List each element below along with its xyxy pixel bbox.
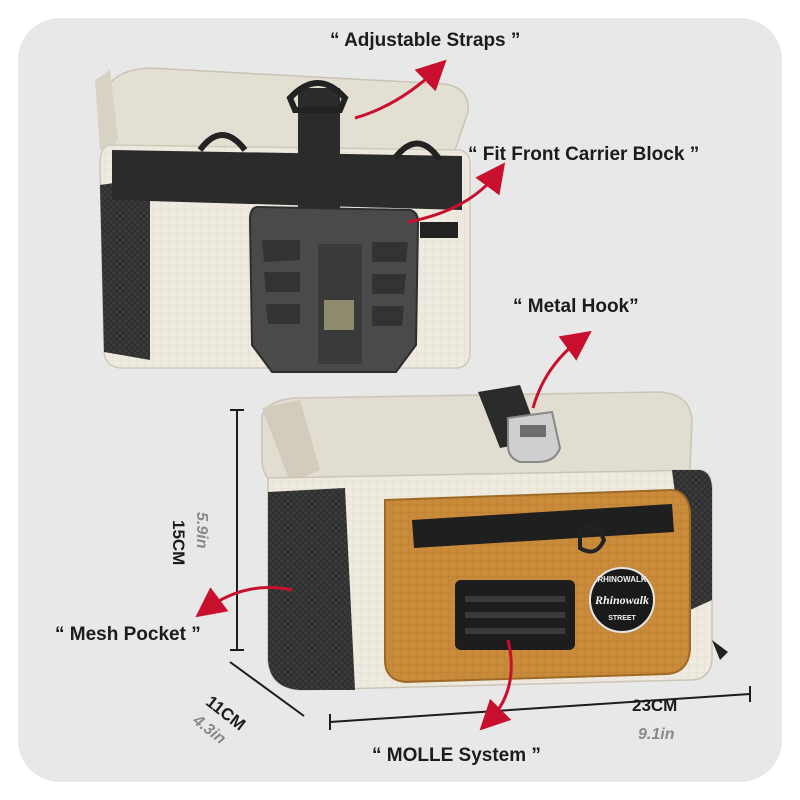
metal-hook-slot	[520, 425, 546, 437]
bottom-bag: RHINOWALK Rhinowalk STREET	[261, 385, 728, 691]
width-in-label: 9.1in	[638, 726, 675, 743]
brand-patch	[589, 567, 655, 633]
height-in-label: 5.9in	[193, 512, 210, 549]
molle-row-3	[465, 628, 565, 634]
height-cm-label: 15CM	[169, 520, 188, 566]
callout-molle-system: “ MOLLE System ”	[372, 745, 541, 766]
callout-mesh-pocket: “ Mesh Pocket ”	[55, 624, 201, 645]
zipper-ring	[578, 524, 607, 554]
molle-row-2	[465, 612, 565, 618]
patch-sub-text: STREET	[608, 615, 636, 622]
top-mesh-pocket	[100, 178, 150, 360]
callout-fit-front-carrier-block: “ Fit Front Carrier Block ”	[468, 144, 700, 165]
top-vertical-strap	[298, 88, 340, 208]
right-d-ring	[392, 140, 443, 162]
pull-tab	[712, 640, 728, 660]
height-dimension-line	[230, 409, 244, 651]
top-d-ring	[286, 80, 349, 113]
arrow-mesh-pocket	[195, 586, 293, 618]
callout-adjustable-straps: “ Adjustable Straps ”	[330, 30, 521, 51]
arrow-metal-hook	[531, 330, 592, 409]
carrier-block-vents-left	[262, 240, 300, 324]
roll-end	[95, 70, 118, 150]
callout-metal-hook: “ Metal Hook”	[513, 296, 639, 317]
patch-script-text: Rhinowalk	[594, 593, 649, 607]
top-bag	[95, 67, 471, 373]
arrow-adjustable-straps	[354, 59, 447, 120]
arrow-carrier-block	[407, 162, 506, 224]
bottom-mesh-pocket	[268, 488, 355, 690]
front-zipper	[412, 504, 674, 548]
top-webbing-band	[112, 150, 462, 210]
patch-arc-text: RHINOWALK	[597, 575, 647, 584]
carrier-block-window	[324, 300, 354, 330]
callout-arrows	[195, 59, 592, 731]
brand-tag	[420, 222, 458, 238]
bottom-roll-end	[262, 400, 320, 482]
depth-dimension-line	[229, 661, 305, 717]
left-d-ring	[197, 132, 248, 152]
arrow-molle	[479, 639, 513, 731]
dimension-lines	[229, 409, 751, 730]
roll-top	[104, 67, 469, 151]
width-cm-label: 23CM	[632, 696, 678, 715]
molle-row-1	[465, 596, 565, 602]
carrier-block-vents-right	[372, 242, 408, 326]
width-dimension-line	[329, 686, 751, 730]
